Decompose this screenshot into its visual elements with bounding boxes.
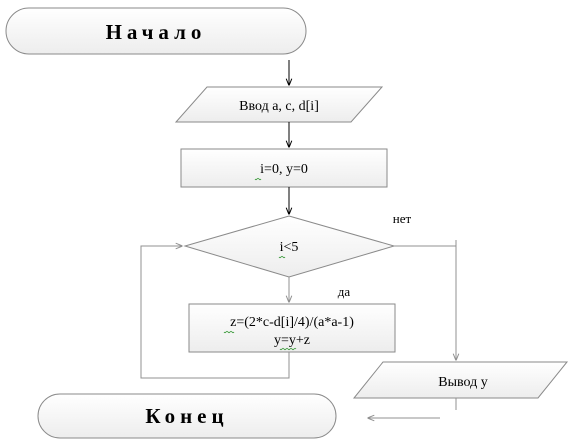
- start-label: Начало: [106, 20, 207, 44]
- input-label: Ввод a, c, d[i]: [239, 99, 319, 114]
- no-branch-label: нет: [393, 211, 412, 226]
- yes-branch-label: да: [338, 284, 351, 299]
- loop-back-line: [140, 246, 290, 379]
- spellcheck-underline: [254, 177, 262, 181]
- output-node: Вывод y: [352, 361, 569, 399]
- compute-line2: y=y+z: [274, 333, 310, 348]
- compute-node: z=(2*c-d[i]/4)/(a*a-1) y=y+z: [188, 303, 396, 353]
- spellcheck-underline: [278, 255, 286, 259]
- start-node: Начало: [5, 7, 307, 55]
- decision-node: i<5: [183, 215, 396, 278]
- input-node: Ввод a, c, d[i]: [174, 86, 384, 123]
- output-label: Вывод y: [438, 375, 487, 390]
- arrow-decision-no-to-output: [394, 245, 456, 360]
- init-label: i=0, y=0: [260, 162, 308, 177]
- condition-label: i<5: [280, 240, 299, 255]
- end-label: Конец: [145, 404, 228, 428]
- spellcheck-underline: [223, 330, 235, 334]
- compute-line1: z=(2*c-d[i]/4)/(a*a-1): [230, 315, 354, 330]
- end-node: Конец: [37, 393, 337, 439]
- init-node: i=0, y=0: [180, 148, 388, 188]
- spellcheck-underline: [279, 347, 297, 351]
